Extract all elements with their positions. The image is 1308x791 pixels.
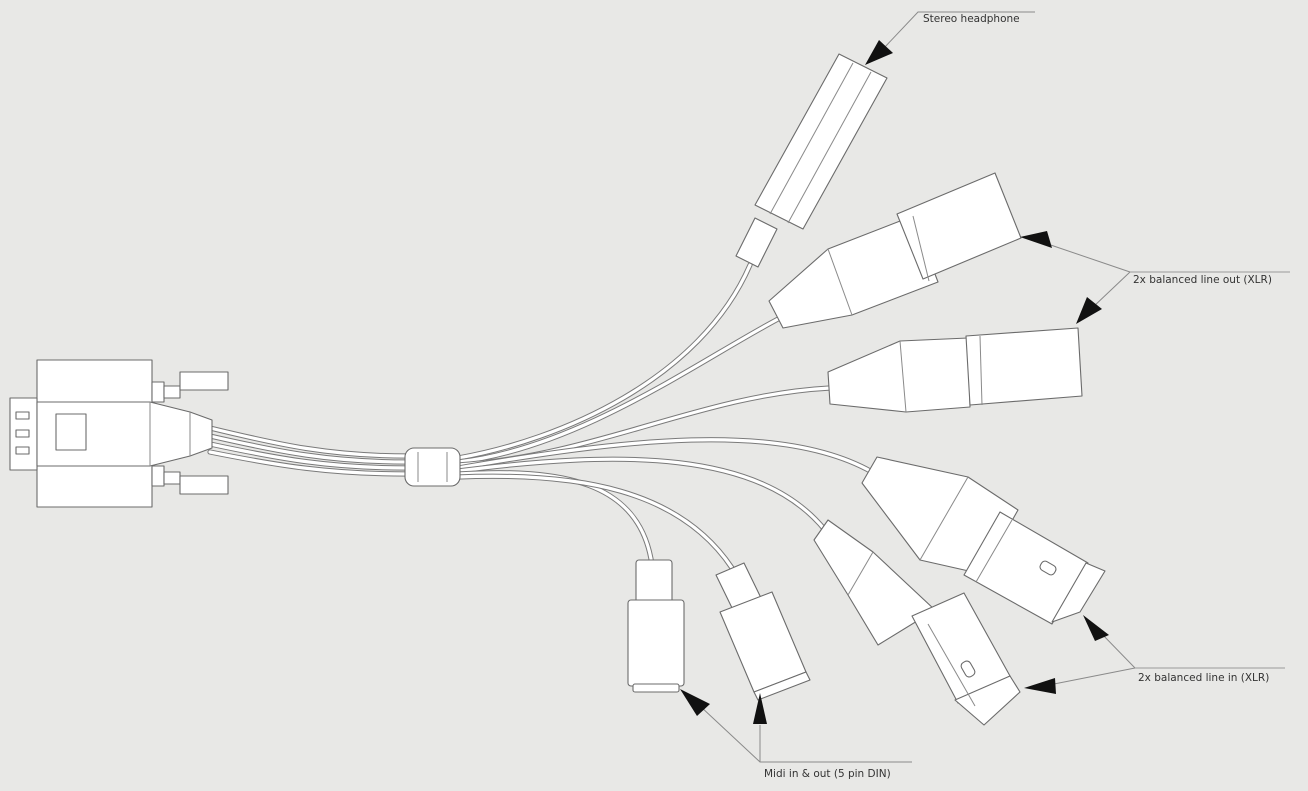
label-midi: Midi in & out (5 pin DIN)	[764, 768, 891, 780]
callout-stereo-headphone	[865, 11, 1035, 65]
cable-bundle	[207, 262, 875, 571]
main-trunk-wire	[207, 425, 411, 477]
label-balanced-line-out: 2x balanced line out (XLR)	[1133, 274, 1272, 286]
multi-pin-connector	[9, 359, 229, 508]
callout-balanced-line-out	[1020, 231, 1290, 324]
xlr-out-connector-2	[827, 327, 1083, 413]
midi-din-connector-2	[715, 562, 811, 701]
label-stereo-headphone: Stereo headphone	[923, 13, 1020, 25]
midi-din-connector-1	[627, 559, 685, 693]
stereo-headphone-connector	[735, 53, 888, 268]
xlr-out-connector-1	[768, 172, 1022, 329]
line-out-2-wire	[455, 385, 833, 468]
ferrite-bead	[404, 447, 461, 487]
line-out-1-wire	[455, 315, 783, 465]
callout-balanced-line-in	[1024, 615, 1285, 694]
xlr-in-connector-2	[813, 519, 1021, 726]
headphone-wire	[455, 262, 753, 461]
line-in-1-wire	[455, 437, 875, 475]
midi-2-wire	[455, 473, 735, 571]
label-balanced-line-in: 2x balanced line in (XLR)	[1138, 672, 1270, 684]
xlr-in-connector-1	[861, 456, 1106, 625]
callout-midi	[680, 689, 912, 763]
line-in-2-wire	[455, 456, 828, 533]
midi-1-wire	[455, 470, 655, 568]
